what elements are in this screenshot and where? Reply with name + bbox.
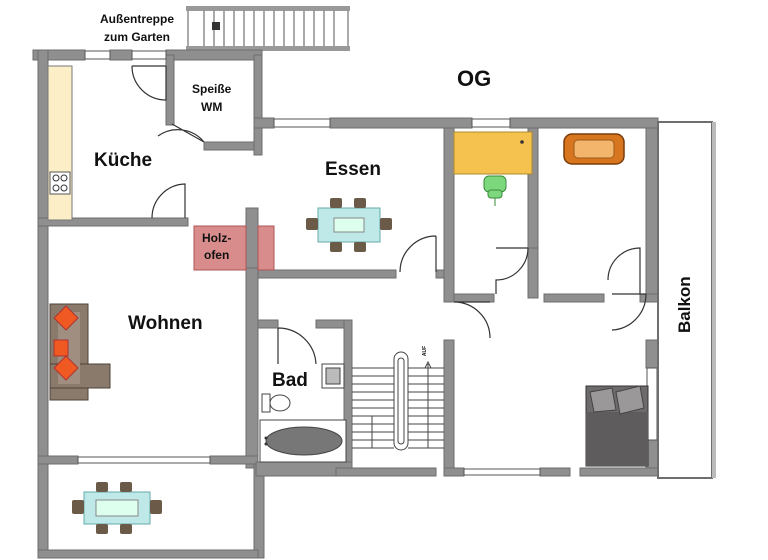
holzofen-label: Holz- ofen bbox=[202, 230, 231, 264]
room-label-kueche: Küche bbox=[94, 150, 153, 171]
windows bbox=[37, 50, 658, 551]
room-label-speise: Speiße WM bbox=[192, 80, 231, 116]
room-label-wohnen: Wohnen bbox=[128, 313, 203, 334]
room-label-bad: Bad bbox=[272, 370, 308, 391]
dining-table-icon bbox=[72, 482, 162, 534]
office-chair-icon bbox=[483, 175, 507, 206]
stove-icon bbox=[49, 171, 71, 195]
balcony bbox=[657, 121, 716, 479]
room-label-balkon: Balkon bbox=[675, 276, 694, 333]
holzofen-label-line2: ofen bbox=[203, 248, 230, 262]
staircase-icon bbox=[352, 351, 444, 451]
doors bbox=[131, 65, 647, 365]
room-label-essen: Essen bbox=[325, 159, 381, 180]
holzofen bbox=[193, 225, 275, 271]
toilet-icon bbox=[261, 393, 291, 413]
outdoor-stair-label: Außentreppe zum Garten bbox=[100, 10, 174, 46]
outdoor-staircase-icon bbox=[186, 6, 350, 51]
armchair-icon bbox=[563, 133, 625, 165]
dining-table-icon bbox=[306, 198, 392, 252]
walls bbox=[32, 49, 659, 559]
floor-title: OG bbox=[457, 66, 492, 91]
stair-direction-label: AUF bbox=[422, 345, 429, 357]
holzofen-label-line1: Holz- bbox=[202, 231, 232, 245]
outdoor-stair-label-line2: zum Garten bbox=[104, 30, 171, 44]
bathtub-icon bbox=[259, 419, 347, 463]
bed-icon bbox=[585, 385, 649, 467]
sofa-icon bbox=[49, 303, 111, 401]
outdoor-stair-label-line1: Außentreppe bbox=[100, 12, 175, 26]
room-label-speise-line2: WM bbox=[201, 100, 223, 114]
room-label-speise-line1: Speiße bbox=[192, 82, 232, 96]
sink-icon bbox=[321, 363, 345, 389]
kitchen-counter bbox=[47, 65, 73, 221]
desk-icon bbox=[453, 131, 533, 175]
